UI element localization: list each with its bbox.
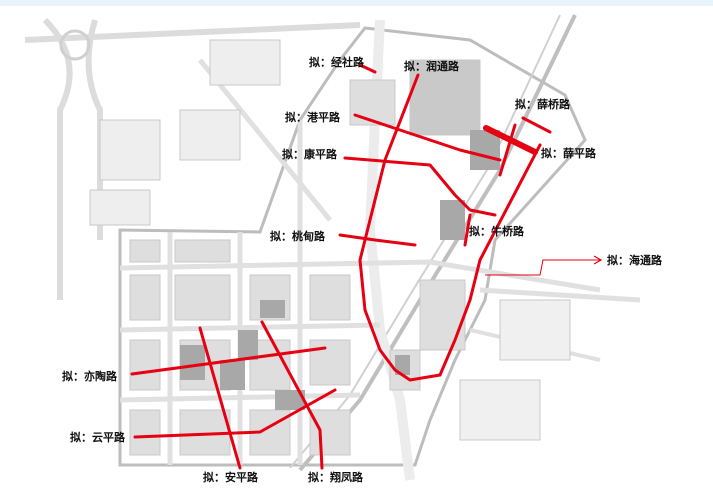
road-niuqiao-line (463, 213, 472, 247)
block (174, 274, 231, 321)
block (89, 189, 151, 226)
building (220, 360, 245, 390)
block (174, 239, 231, 263)
label-anping: 拟：安平路 (203, 470, 259, 484)
block (499, 299, 571, 361)
grid-road-h2 (119, 322, 381, 333)
block (309, 274, 351, 321)
block (129, 409, 161, 456)
leader-line (485, 259, 600, 276)
road-yunping-line (133, 388, 337, 439)
block (309, 339, 351, 386)
block (129, 239, 161, 263)
grid-road-diag (198, 58, 332, 222)
block (419, 279, 466, 351)
block (129, 339, 161, 391)
road-labels: 拟：经社路 拟：润通路 拟：薛桥路 拟：港平路 拟：薛平路 拟：康平路 拟：牛桥… (62, 55, 663, 484)
label-yunping: 拟：云平路 (70, 430, 126, 444)
label-runtong: 拟：润通路 (404, 59, 460, 73)
road-yitao-line (130, 346, 327, 376)
block (309, 409, 351, 456)
label-niuqiao: 拟：牛桥路 (469, 224, 525, 238)
label-jingshe: 拟：经社路 (309, 55, 365, 69)
label-yitao: 拟：亦陶路 (62, 369, 118, 383)
building (440, 200, 465, 240)
interchange (59, 29, 91, 61)
label-xueqiao: 拟：薛桥路 (515, 97, 571, 111)
building (470, 130, 500, 170)
building (180, 345, 205, 380)
road-xiangfeng-line (260, 320, 324, 470)
road-xueqiao-line (521, 116, 552, 134)
label-xiangfeng: 拟：翔凤路 (308, 470, 364, 484)
window-top-strip (0, 0, 713, 6)
label-kangping: 拟：康平路 (282, 147, 338, 161)
road-runtong-line (358, 73, 442, 382)
block (349, 79, 396, 126)
road-haitong-line (438, 143, 542, 377)
building-blocks (89, 39, 571, 456)
block (179, 109, 241, 161)
highway-2 (42, 17, 73, 300)
highway-3 (85, 19, 103, 240)
road-xueping-line-2 (498, 123, 517, 177)
label-taodian: 拟：桃甸路 (270, 229, 326, 243)
grid-road-h1 (119, 259, 601, 293)
road-jingshe-line (358, 63, 377, 74)
label-gangping: 拟：港平路 (285, 110, 341, 124)
haitong-leader (485, 255, 603, 276)
block (459, 379, 541, 441)
building (275, 390, 305, 410)
block (129, 274, 161, 321)
road-anping-line (198, 326, 242, 470)
road-taodian-line (338, 233, 417, 247)
block (209, 39, 281, 86)
base-map (24, 14, 641, 481)
road-kangping-line (343, 156, 497, 217)
label-xueping: 拟：薛平路 (541, 146, 597, 160)
leader-arrowhead (593, 255, 603, 265)
dark-building-blocks (180, 130, 500, 410)
block (99, 119, 161, 181)
label-haitong: 拟：海通路 (607, 253, 663, 267)
highway-1 (24, 22, 361, 43)
building (260, 300, 285, 318)
building (238, 330, 258, 360)
planning-area-boundary (118, 26, 587, 467)
proposed-roads (130, 63, 552, 470)
grid-road-east (479, 287, 641, 303)
road-gangping-line (353, 113, 502, 162)
block (409, 59, 481, 136)
building (395, 355, 410, 375)
